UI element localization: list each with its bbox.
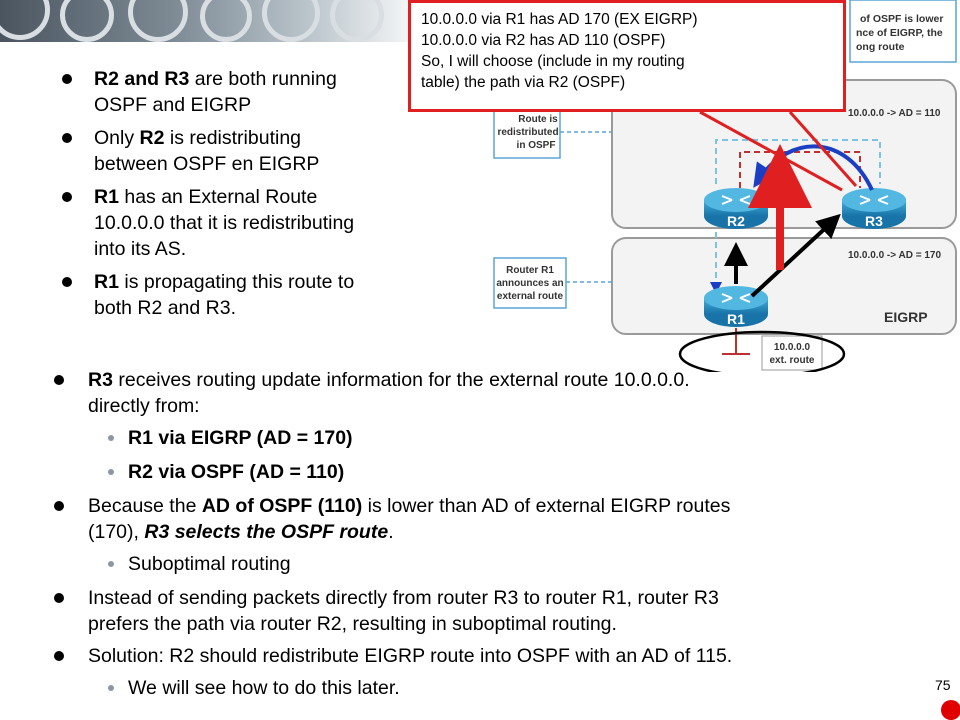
page-number: 75 <box>935 677 951 693</box>
bullet-text: Because the <box>88 495 202 517</box>
banner-ring <box>200 0 252 42</box>
bullet-bold: R1 <box>94 186 119 208</box>
router-r1-label: R1 <box>727 311 745 327</box>
bullet-text: directly from: <box>88 395 200 417</box>
sub-bullet-text: Suboptimal routing <box>128 553 291 575</box>
bullet-item: Only R2 is redistributing between OSPF e… <box>60 125 420 177</box>
bullet-text: is redistributing <box>164 127 302 149</box>
bullet-text: (170), <box>88 521 145 543</box>
ext-route-label: ext. route <box>769 355 814 366</box>
banner-ring <box>0 0 50 40</box>
bullet-bold-italic: R3 selects the OSPF route <box>144 521 389 543</box>
bullet-item: R1 has an External Route 10.0.0.0 that i… <box>60 184 420 262</box>
bullet-item: Because the AD of OSPF (110) is lower th… <box>52 493 892 545</box>
note-router-r1-line: Router R1 <box>506 265 554 276</box>
callout-line: 10.0.0.0 via R2 has AD 110 (OSPF) <box>421 32 666 49</box>
ext-route-box <box>761 335 823 371</box>
bullet-item: R1 is propagating this route to both R2 … <box>60 269 420 321</box>
ext-route-highlight-ellipse <box>678 330 846 372</box>
eigrp-area-label: EIGRP <box>884 309 928 325</box>
ad-eigrp-label: 10.0.0.0 -> AD = 170 <box>848 250 941 261</box>
note-redistributed-line: in OSPF <box>517 140 556 151</box>
bullet-text: between OSPF en EIGRP <box>94 153 320 175</box>
router-r2-label: R2 <box>727 213 745 229</box>
ad-ospf-label: 10.0.0.0 -> AD = 110 <box>848 108 941 119</box>
note-ospf-lower-line: of OSPF is lower <box>860 13 943 25</box>
bullet-item: R2 and R3 are both running OSPF and EIGR… <box>60 66 420 118</box>
router-r3-label: R3 <box>865 213 883 229</box>
bullet-bold: R3 <box>88 369 113 391</box>
sub-bullet-item: R2 via OSPF (AD = 110) <box>52 459 892 485</box>
callout-box: 10.0.0.0 via R1 has AD 170 (EX EIGRP) 10… <box>408 0 846 112</box>
callout-line: 10.0.0.0 via R1 has AD 170 (EX EIGRP) <box>421 11 698 28</box>
sub-bullet-item: R1 via EIGRP (AD = 170) <box>52 425 892 451</box>
bullet-text: Instead of sending packets directly from… <box>88 587 719 609</box>
ospf-dashed-path <box>715 139 881 184</box>
bullet-text: . <box>388 521 394 543</box>
note-redistributed-line: Route is <box>518 114 558 125</box>
note-ospf-lower-line: nce of EIGRP, the <box>856 27 943 39</box>
bullet-text: has an External Route <box>118 186 318 208</box>
bullet-item: R3 receives routing update information f… <box>52 367 892 419</box>
banner-ring <box>330 0 384 42</box>
main-bullet-list: R3 receives routing update information f… <box>52 367 892 709</box>
header-banner-image <box>0 0 430 42</box>
bullet-text: OSPF and EIGRP <box>94 94 252 116</box>
red-dot-icon <box>941 700 960 720</box>
sub-bullet-item: Suboptimal routing <box>52 551 892 577</box>
note-ospf-lower <box>849 0 957 63</box>
arrow-r1-to-r3 <box>750 213 841 298</box>
callout-pointer <box>699 110 843 192</box>
note-router-r1-line: announces an <box>496 278 563 289</box>
callout-line: table) the path via R2 (OSPF) <box>421 74 626 91</box>
bullet-bold: R2 <box>139 127 165 149</box>
note-router-r1 <box>493 257 567 309</box>
bullet-text: into its AS. <box>94 238 187 260</box>
sub-bullet-item: We will see how to do this later. <box>52 675 892 701</box>
sub-bullet-text: R1 via EIGRP (AD = 170) <box>128 427 353 449</box>
banner-ring <box>128 0 188 42</box>
callout-pointer <box>788 111 858 187</box>
bullet-bold: R2 and R3 <box>94 68 190 90</box>
bullet-text: is lower than AD of external EIGRP route… <box>362 495 731 517</box>
banner-ring <box>262 0 320 42</box>
callout-line: So, I will choose (include in my routing <box>421 53 685 70</box>
bullet-text: 10.0.0.0 that it is redistributing <box>94 212 355 234</box>
sub-bullet-text: R2 via OSPF (AD = 110) <box>128 461 345 483</box>
bullet-text: prefers the path via router R2, resultin… <box>88 613 617 635</box>
bullet-text: Only <box>94 127 140 149</box>
note-redistributed-line: redistributed <box>497 127 558 138</box>
bullet-bold: R1 <box>94 271 119 293</box>
bullet-text: are both running <box>189 68 337 90</box>
note-router-r1-line: external route <box>497 291 564 302</box>
router-r2: R2 <box>704 188 768 229</box>
bullet-text: both R2 and R3. <box>94 297 237 319</box>
network-diagram: of OSPF is lower nce of EIGRP, the ong r… <box>493 0 957 372</box>
bullet-item: Instead of sending packets directly from… <box>52 585 892 637</box>
bullet-bold: AD of OSPF (110) <box>201 495 363 517</box>
bullet-text: receives routing update information for … <box>112 369 690 391</box>
router-r1: R1 <box>704 286 768 327</box>
note-ospf-lower-line: ong route <box>856 41 905 53</box>
router-r3: R3 <box>842 188 906 229</box>
bullet-text: is propagating this route to <box>118 271 355 293</box>
ext-route-label: 10.0.0.0 <box>774 342 811 353</box>
bullet-item: Solution: R2 should redistribute EIGRP r… <box>52 643 892 669</box>
banner-ring <box>60 0 114 42</box>
bullet-text: Solution: R2 should redistribute EIGRP r… <box>88 645 733 667</box>
note-redistributed <box>493 105 561 159</box>
sub-bullet-text: We will see how to do this later. <box>128 677 400 699</box>
top-bullet-list: R2 and R3 are both running OSPF and EIGR… <box>60 66 420 328</box>
